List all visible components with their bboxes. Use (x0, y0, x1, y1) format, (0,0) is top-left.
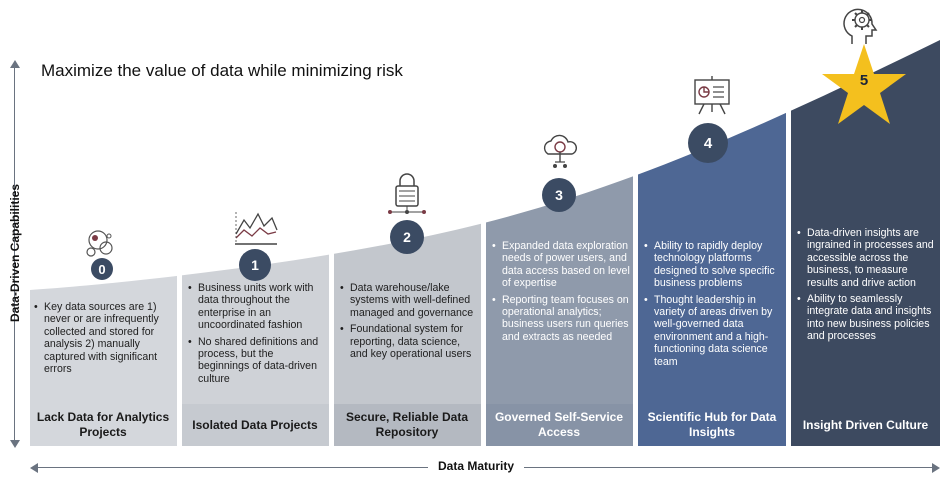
presentation-board-icon (694, 76, 730, 115)
stage-1-badge: 1 (239, 249, 271, 281)
stage-5-bullet-1: Data-driven insights are ingrained in pr… (796, 227, 938, 289)
stage-4-badge: 4 (688, 123, 728, 163)
bubbles-icon (86, 230, 113, 257)
stage-2-description: Data warehouse/lake systems with well-de… (339, 282, 479, 364)
stage-0-description: Key data sources are 1) never or are inf… (33, 301, 171, 379)
stage-2-label: Secure, Reliable Data Repository (345, 410, 469, 439)
stage-1-description: Business units work with data throughout… (187, 282, 327, 389)
y-axis-arrow-up-icon (10, 60, 20, 68)
label-bar-2 (334, 404, 481, 446)
stage-3-badge: 3 (542, 178, 576, 212)
label-bar-5 (791, 404, 940, 446)
stage-5-description: Data-driven insights are ingrained in pr… (796, 227, 938, 347)
stage-0-badge: 0 (91, 258, 113, 280)
label-bar-3 (486, 404, 633, 446)
stage-4-description: Ability to rapidly deploy technology pla… (643, 240, 786, 372)
stage-3-bullet-2: Reporting team focuses on operational an… (491, 294, 633, 344)
line-chart-icon (235, 212, 278, 245)
y-axis-label: Data-Driven Capabilities (8, 183, 22, 323)
stage-1-bullet-2: No shared definitions and process, but t… (187, 336, 327, 386)
stage-3-bullet-1: Expanded data exploration needs of power… (491, 240, 633, 290)
stage-2-badge: 2 (390, 220, 424, 254)
star-icon: 5 (820, 42, 908, 128)
stage-1-bullet-1: Business units work with data throughout… (187, 282, 327, 332)
stage-4-bullet-1: Ability to rapidly deploy technology pla… (643, 240, 786, 290)
stage-0-bullet-1: Key data sources are 1) never or are inf… (33, 301, 171, 375)
stage-4-label: Scientific Hub for Data Insights (647, 410, 777, 439)
y-axis-line (14, 66, 15, 446)
stage-5-bullet-2: Ability to seamlessly integrate data and… (796, 293, 938, 343)
stage-2-bullet-2: Foundational system for reporting, data … (339, 323, 479, 360)
stage-1-label: Isolated Data Projects (192, 417, 318, 432)
y-axis-arrow-down-icon (10, 440, 20, 448)
x-axis-arrow-left-icon (30, 463, 38, 473)
stage-0-label: Lack Data for Analytics Projects (36, 410, 170, 439)
head-gear-icon (843, 8, 878, 44)
x-axis-label: Data Maturity (428, 459, 525, 473)
headline: Maximize the value of data while minimiz… (41, 61, 403, 80)
label-bar-4 (638, 404, 786, 446)
label-bar-0 (30, 404, 177, 446)
secure-database-icon (388, 173, 426, 214)
cloud-search-icon (543, 134, 578, 168)
stage-5-label: Insight Driven Culture (802, 417, 929, 432)
x-axis-arrow-right-icon (932, 463, 940, 473)
stage-3-label: Governed Self-Service Access (494, 410, 624, 439)
stage-3-description: Expanded data exploration needs of power… (491, 240, 633, 347)
stage-5-badge: 5 (859, 72, 869, 89)
stage-4-bullet-2: Thought leadership in variety of areas d… (643, 294, 786, 368)
label-bar-1 (182, 404, 329, 446)
stage-2-bullet-1: Data warehouse/lake systems with well-de… (339, 282, 479, 319)
